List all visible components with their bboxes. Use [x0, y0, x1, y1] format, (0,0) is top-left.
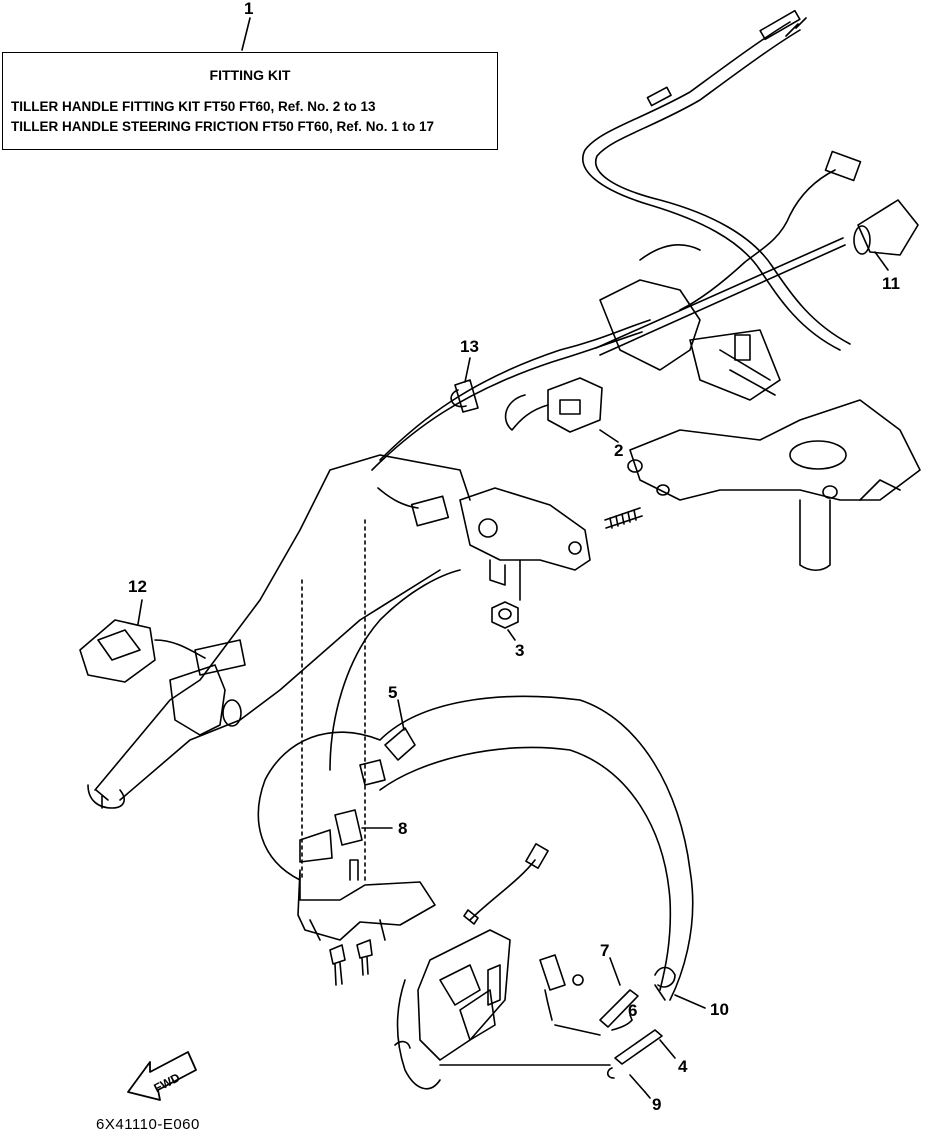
part-9-cotter — [606, 1067, 651, 1099]
callout-1: 1 — [244, 0, 253, 18]
part-7-rod-end — [599, 957, 639, 1028]
assembly-guides — [301, 519, 366, 881]
callout-3: 3 — [515, 641, 524, 660]
part-10-clip — [654, 966, 706, 1009]
callout-9: 9 — [652, 1095, 661, 1114]
part-4-rod-joint — [614, 1029, 676, 1065]
throttle-cable-loop — [257, 569, 694, 1001]
connector-plug — [377, 487, 450, 527]
leader-2 — [599, 429, 619, 443]
callout-7: 7 — [600, 941, 609, 960]
part-2-neutral-switch — [504, 377, 619, 443]
steering-arm — [627, 399, 921, 572]
threaded-stud — [604, 507, 643, 529]
callout-11: 11 — [882, 274, 900, 293]
callout-12: 12 — [128, 577, 147, 596]
leader-3 — [507, 629, 516, 641]
part-3-nut — [491, 601, 519, 641]
callout-4: 4 — [678, 1057, 688, 1076]
lower-bracket — [297, 859, 436, 986]
tiller-bracket — [459, 487, 591, 601]
steering-bracket — [599, 244, 781, 401]
leader-4 — [659, 1039, 676, 1059]
part-6-pin — [611, 1014, 633, 1031]
leader-10 — [674, 994, 706, 1009]
fitting-kit-title: FITTING KIT — [209, 67, 291, 83]
leader-13 — [464, 357, 471, 383]
fwd-label: FWD — [151, 1070, 182, 1095]
callout-10: 10 — [710, 1000, 729, 1019]
leader-5 — [397, 699, 405, 731]
part-11-switch — [595, 199, 919, 356]
fwd-arrow-icon: FWD — [127, 1051, 197, 1101]
diagram-code: 6X41110-E060 — [96, 1116, 200, 1133]
fitting-kit-box: FITTING KIT TILLER HANDLE FITTING KIT FT… — [2, 52, 498, 150]
fitting-kit-line-1: TILLER HANDLE FITTING KIT FT50 FT60, Ref… — [11, 99, 376, 114]
shift-mechanism — [394, 843, 611, 1090]
leader-9 — [644, 1091, 651, 1099]
part-8-clip — [299, 809, 393, 863]
leader-7 — [609, 957, 621, 986]
callout-8: 8 — [398, 819, 407, 838]
leader-12 — [137, 599, 143, 625]
fitting-kit-line-2: TILLER HANDLE STEERING FRICTION FT50 FT6… — [11, 119, 435, 134]
leader-1 — [241, 17, 251, 51]
tiller-handle — [87, 454, 471, 809]
part-5-clip — [359, 699, 416, 786]
part-12-stop-switch — [79, 599, 206, 683]
callout-13: 13 — [460, 337, 479, 356]
leader-11 — [874, 251, 889, 271]
callout-6: 6 — [628, 1001, 637, 1020]
part-13-cable-clip — [450, 357, 479, 413]
leader-6 — [629, 1014, 633, 1021]
callout-2: 2 — [614, 441, 623, 460]
control-cables — [371, 9, 851, 471]
callout-5: 5 — [388, 683, 397, 702]
wire-harness-top — [679, 150, 862, 311]
